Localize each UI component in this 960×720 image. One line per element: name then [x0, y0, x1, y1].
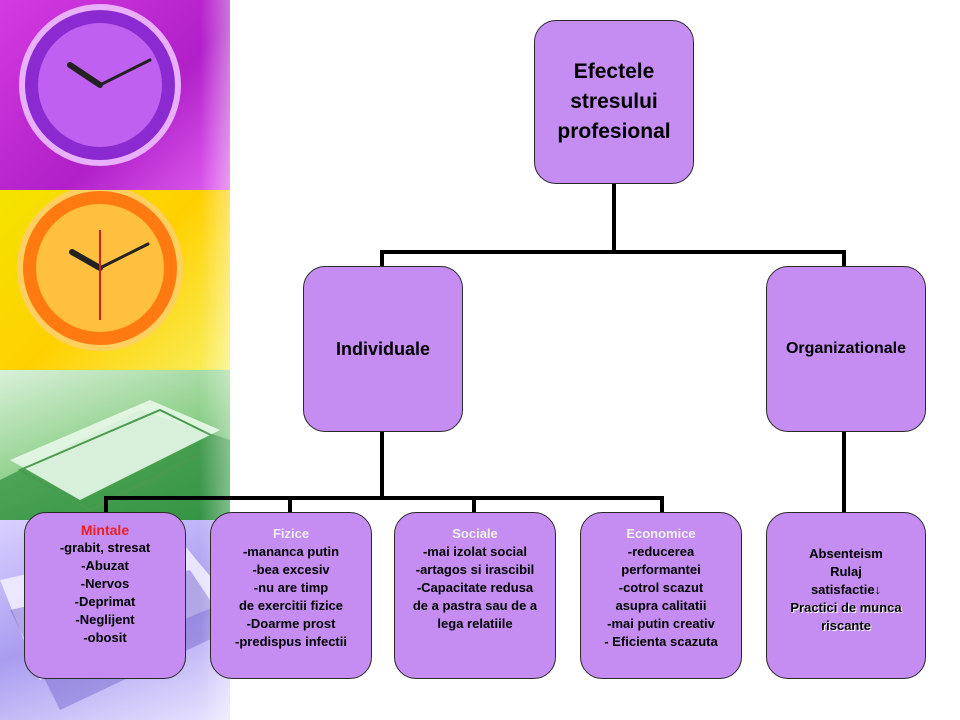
root-node-efectele-stresului: Efectele stresului profesional [534, 20, 694, 184]
leaf-node-mintale: Mintale -grabit, stresat -Abuzat -Nervos… [24, 512, 186, 679]
leaf-line: de a pastra sau de a [412, 598, 538, 613]
leaf-line: -Nervos [80, 576, 130, 591]
leaf-line: performantei [621, 562, 701, 577]
leaf-line: asupra calitatii [615, 598, 707, 613]
connector-root-down [612, 184, 616, 254]
connector-organizationale-down [842, 430, 846, 514]
leaf-title-fizice: Fizice [272, 526, 310, 541]
connector-leaves-horizontal [104, 496, 664, 500]
root-line-1: Efectele [573, 60, 655, 83]
leaf-line: Absenteism [809, 546, 883, 561]
leaf-line: -Abuzat [81, 558, 129, 573]
leaf-line: -Doarme prost [246, 616, 336, 631]
branch-label-individuale: Individuale [335, 338, 431, 359]
leaf-line: - Eficienta scazuta [604, 634, 718, 649]
leaf-line: de exercitii fizice [238, 598, 344, 613]
leaf-line: -mai izolat social [422, 544, 528, 559]
leaf-title-economice: Economice [626, 526, 696, 541]
orange-clock-photo [0, 190, 230, 370]
connector-leaf4-down [660, 496, 664, 514]
root-line-3: profesional [557, 120, 671, 143]
leaf-title-sociale: Sociale [452, 526, 498, 541]
leaf-line: -cotrol scazut [618, 580, 704, 595]
connector-leaf2-down [288, 496, 292, 514]
branch-node-individuale: Individuale [303, 266, 463, 432]
leaf-node-organizationale: Absenteism Rulaj satisfactie↓ Practici d… [766, 512, 926, 679]
purple-clock-photo [0, 0, 230, 190]
leaf-line-shadowed: riscante [821, 618, 871, 633]
leaf-line-shadowed: Practici de munca [790, 600, 902, 615]
leaf-line: Rulaj [830, 564, 862, 579]
leaf-line: lega relatiile [437, 616, 513, 631]
branch-node-organizationale: Organizationale [766, 266, 926, 432]
leaf-line: -Capacitate redusa [416, 580, 534, 595]
leaf-node-sociale: Sociale -mai izolat social -artagos si i… [394, 512, 556, 679]
leaf-line: -nu are timp [253, 580, 329, 595]
leaf-line: -Deprimat [74, 594, 136, 609]
connector-left-branch-down [380, 250, 384, 268]
leaf-line: -grabit, stresat [59, 540, 151, 555]
leaf-title-mintale: Mintale [80, 522, 130, 538]
connector-right-branch-down [842, 250, 846, 268]
connector-branch-horizontal [380, 250, 846, 254]
leaf-node-economice: Economice -reducerea performantei -cotro… [580, 512, 742, 679]
leaf-line: -bea excesiv [252, 562, 330, 577]
connector-individuale-down [380, 430, 384, 500]
connector-leaf1-down [104, 496, 108, 514]
leaf-line: -predispus infectii [235, 634, 347, 649]
leaf-line: satisfactie↓ [810, 582, 882, 597]
leaf-node-fizice: Fizice -mananca putin -bea excesiv -nu a… [210, 512, 372, 679]
leaf-line: -mananca putin [242, 544, 340, 559]
green-papers-photo [0, 370, 230, 520]
branch-label-organizationale: Organizationale [785, 340, 907, 357]
leaf-line: -mai putin creativ [607, 616, 715, 631]
root-line-2: stresului [570, 90, 658, 113]
connector-leaf3-down [472, 496, 476, 514]
leaf-line: -obosit [83, 630, 127, 645]
leaf-line: -artagos si irascibil [415, 562, 535, 577]
leaf-line: -Neglijent [75, 612, 135, 627]
leaf-line: -reducerea [627, 544, 695, 559]
